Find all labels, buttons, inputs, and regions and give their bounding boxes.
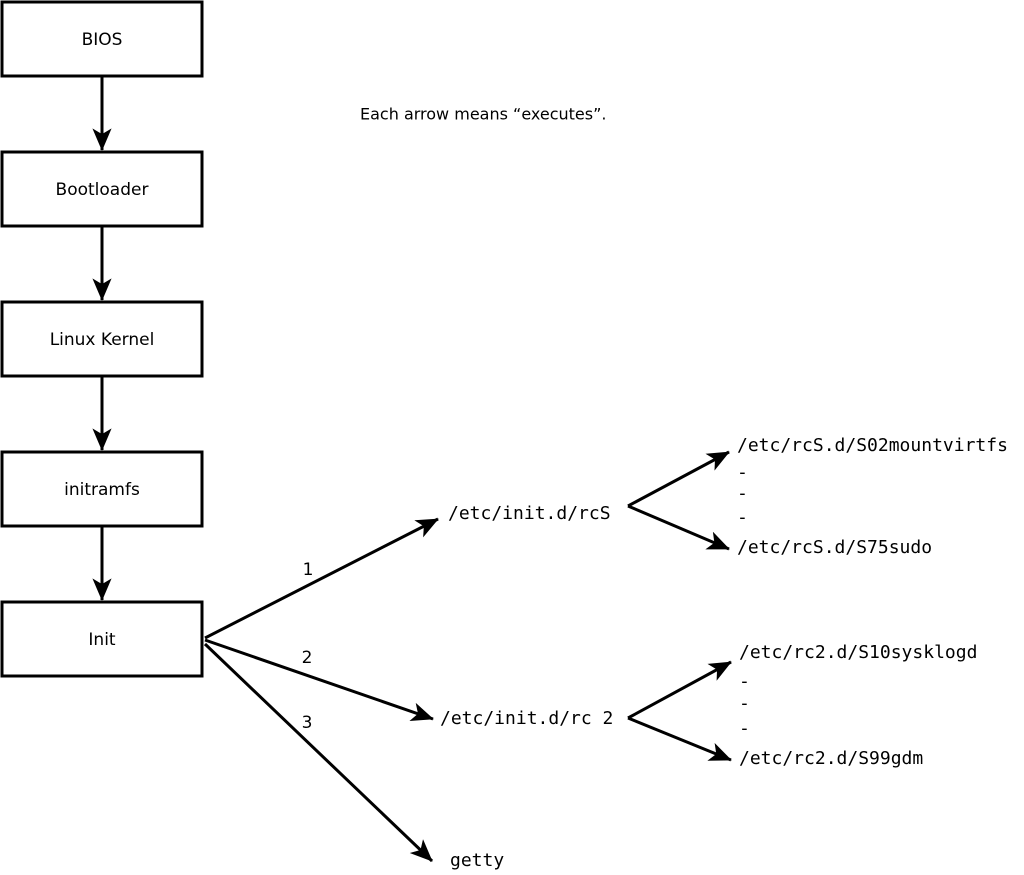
script-label: /etc/rc2.d/S99gdm [739,748,923,769]
box-outline [0,300,204,378]
arrow-rc2-first [627,660,732,720]
box-outline [0,600,204,678]
sub-branch-labels: /etc/rcS.d/S02mountvirtfs/etc/rcS.d/S75s… [737,435,1008,769]
box-label: BIOS [82,30,123,50]
box-outline [0,0,204,78]
branch-target-label: getty [450,850,504,871]
init-branch-arrows [203,517,439,863]
script-label: /etc/rcS.d/S75sudo [737,537,932,558]
init-branch-labels: 1/etc/init.d/rcS 2/etc/init.d/rc 2 3 getty [302,503,614,871]
branch-number-1: 1 [303,560,314,580]
process-box-bootloader[interactable]: Bootloader [0,150,204,228]
process-box-initramfs[interactable]: initramfs [0,450,204,528]
box-outline [0,450,204,528]
arrow-branch-3 [203,642,434,863]
ellipsis-mark: - [737,483,748,504]
box-label: initramfs [64,480,140,500]
branch-number-2: 2 [302,648,313,668]
branch-number-3: 3 [302,713,313,733]
ellipsis-mark: - [739,693,750,714]
arrow-branch-1 [204,517,439,640]
arrow-rc2-last [627,716,732,762]
ellipsis-mark: - [737,507,748,528]
box-label: Bootloader [56,180,149,200]
ellipsis-mark: - [739,671,750,692]
branch-target-label: /etc/init.d/rcS [448,503,611,524]
process-box-init[interactable]: Init [0,600,204,678]
arrow-rcS-last [627,504,730,551]
process-box-kernel[interactable]: Linux Kernel [0,300,204,378]
ellipsis-mark: - [739,718,750,739]
box-label: Linux Kernel [50,330,155,350]
script-label: /etc/rc2.d/S10sysklogd [739,642,977,663]
arrow-branch-2 [204,638,434,721]
sub-branch-arrows [627,450,732,762]
process-box-bios[interactable]: BIOS [0,0,204,78]
arrow-rcS-first [627,450,730,508]
box-label: Init [88,630,116,650]
branch-target-label: /etc/init.d/rc 2 [440,708,613,729]
script-label: /etc/rcS.d/S02mountvirtfs [737,435,1008,456]
ellipsis-mark: - [737,462,748,483]
legend-note: Each arrow means “executes”. [360,105,606,124]
